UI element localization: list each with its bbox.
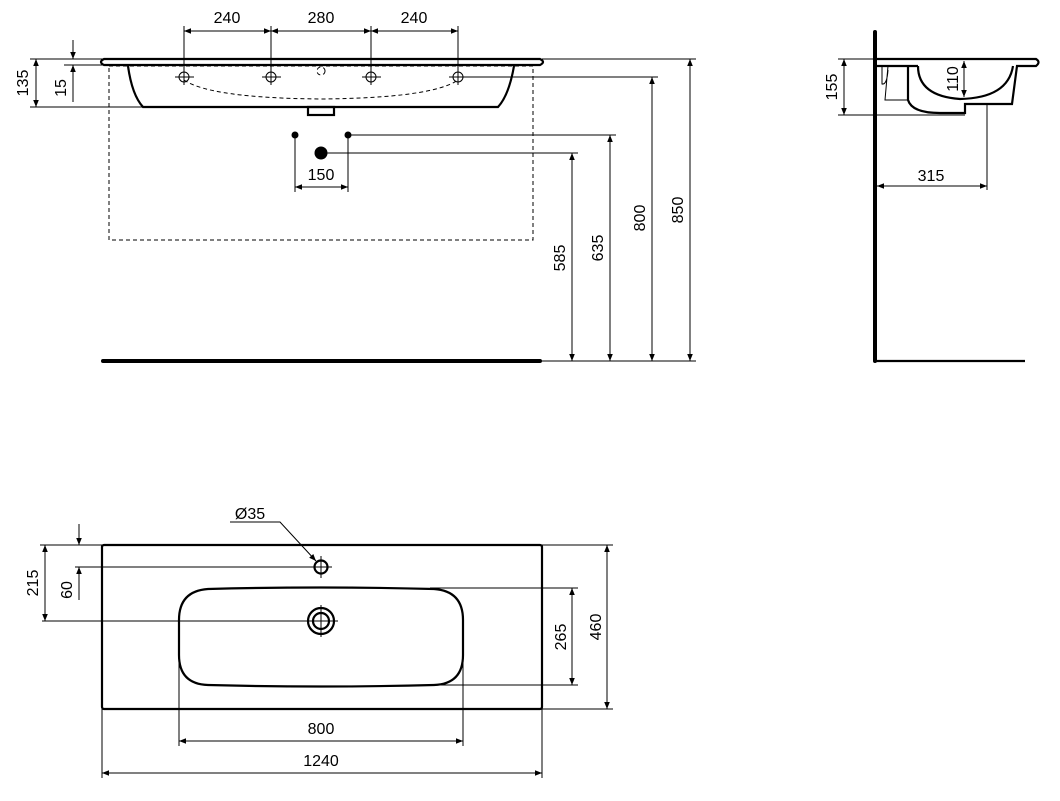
dim-top-height: 850 <box>670 197 687 224</box>
side-bowl-outer <box>906 66 985 115</box>
dim-tap-height: 800 <box>632 205 649 232</box>
dim-hole-center: 280 <box>308 10 335 27</box>
side-bracket <box>881 65 908 101</box>
basin-slab <box>99 57 545 67</box>
drain-hole <box>42 605 338 637</box>
front-view: 240 280 240 135 15 150 850 800 635 585 <box>15 10 696 363</box>
dim-depth: 460 <box>588 614 605 641</box>
dim-drain-offset: 215 <box>25 570 42 597</box>
dim-tap-hole: Ø35 <box>235 506 265 523</box>
side-view: 155 110 315 <box>824 30 1040 363</box>
dim-width: 1240 <box>303 753 339 770</box>
side-slab <box>877 57 1040 106</box>
dim-slab: 15 <box>53 79 70 97</box>
dim-bowl-depth: 110 <box>945 66 962 92</box>
bowl-hidden-line <box>183 79 459 100</box>
dim-height-total: 135 <box>15 70 32 97</box>
drain-point <box>314 146 328 160</box>
dim-hole-left: 240 <box>214 10 241 27</box>
trap-outlet <box>306 105 336 117</box>
dim-tap-offset: 60 <box>59 581 76 599</box>
dim-bowl-depth-plan: 265 <box>553 624 570 651</box>
dim-drain-height: 585 <box>552 245 569 272</box>
dim-supply-spacing: 150 <box>308 167 335 184</box>
dim-hole-right: 240 <box>401 10 428 27</box>
dim-bowl-width: 800 <box>308 721 335 738</box>
dim-projection: 315 <box>918 168 945 185</box>
overflow-hole <box>316 66 326 76</box>
basin-outline <box>100 543 544 711</box>
plan-view: Ø35 215 60 265 460 800 1240 <box>25 506 613 778</box>
tap-holes <box>175 26 468 85</box>
tap-hole <box>75 556 332 578</box>
dim-supply-height: 635 <box>590 235 607 262</box>
side-bowl-inner <box>916 65 1015 101</box>
dim-side-height: 155 <box>824 74 841 101</box>
